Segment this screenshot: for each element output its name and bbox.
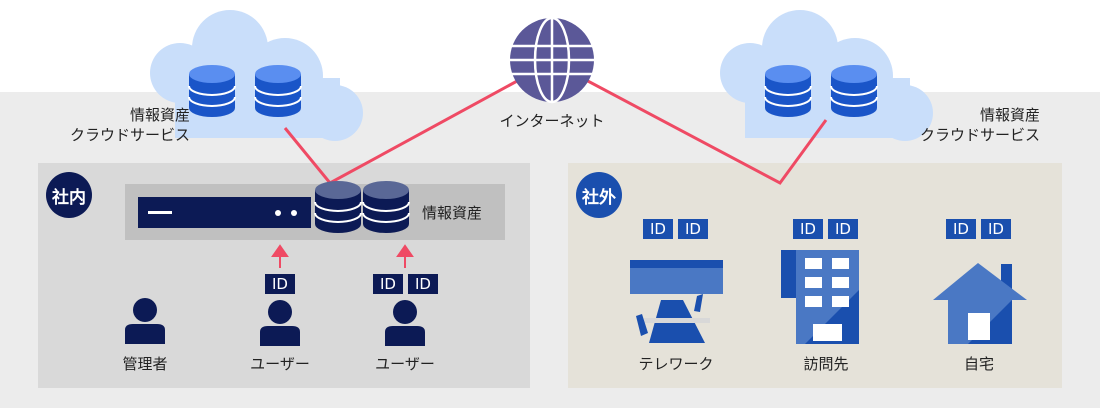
id-tag: ID xyxy=(408,274,438,294)
id-tag: ID xyxy=(946,219,976,239)
telework-icon xyxy=(630,260,723,343)
id-tag: ID xyxy=(828,219,858,239)
cloud-left-label: 情報資産クラウドサービス xyxy=(69,106,190,144)
id-tag: ID xyxy=(265,274,295,294)
home-label: 自宅 xyxy=(963,355,995,373)
telework-label: テレワーク xyxy=(638,355,714,373)
cloud-right-label: 情報資産クラウドサービス xyxy=(919,106,1040,144)
visit-label: 訪問先 xyxy=(803,355,849,373)
id-tag: ID xyxy=(678,219,708,239)
server-icon xyxy=(138,197,311,228)
outside-badge: 社外 xyxy=(576,172,622,218)
globe-icon xyxy=(510,16,594,104)
id-tag: ID xyxy=(643,219,673,239)
asset-label: 情報資産 xyxy=(422,204,483,222)
inside-badge: 社内 xyxy=(46,172,92,218)
arrow-icons xyxy=(271,244,414,268)
id-tag: ID xyxy=(981,219,1011,239)
home-icon xyxy=(933,263,1027,344)
id-tag: ID xyxy=(373,274,403,294)
user-label: ユーザー xyxy=(375,355,435,373)
id-tag: ID xyxy=(793,219,823,239)
user-label: ユーザー xyxy=(250,355,310,373)
admin-label: 管理者 xyxy=(122,355,168,373)
internet-label: インターネット xyxy=(499,112,605,130)
office-building-icon xyxy=(781,250,859,344)
